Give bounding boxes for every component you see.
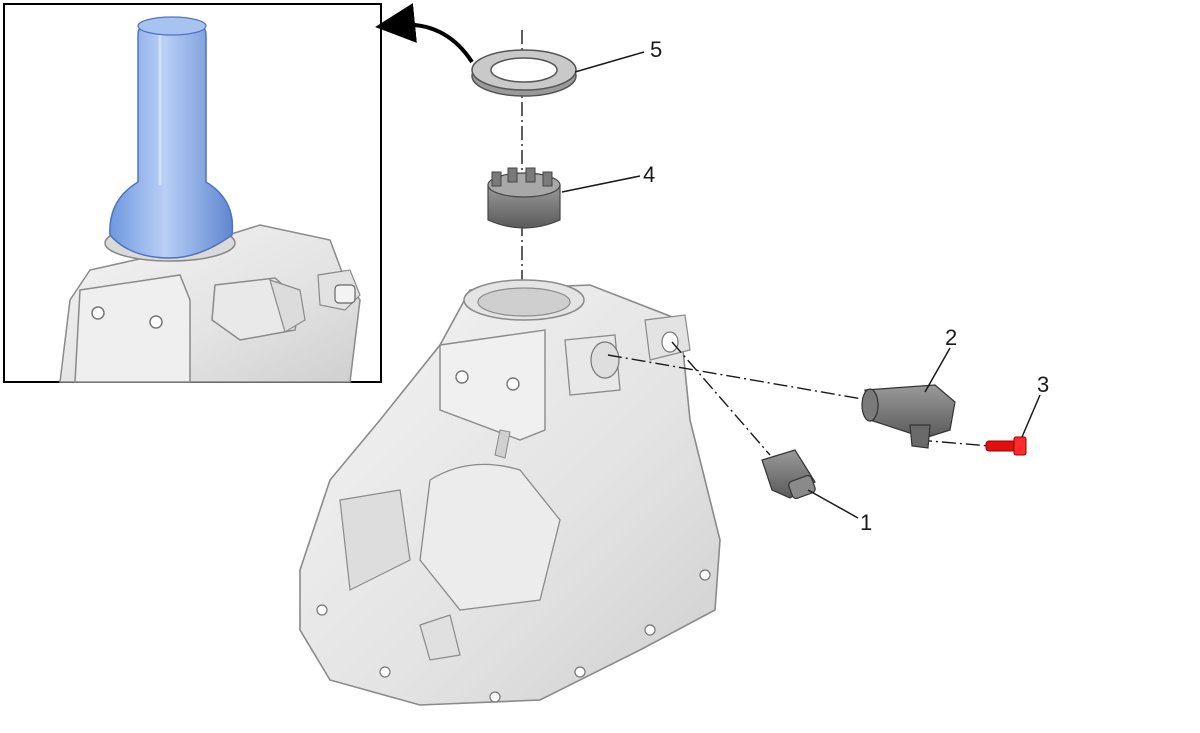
leader-lines xyxy=(561,51,1041,519)
callout-3: 3 xyxy=(1037,372,1049,397)
part-1-sensor xyxy=(761,449,816,500)
gearbox-housing xyxy=(299,279,721,706)
part-5-ring xyxy=(471,49,577,97)
callout-1: 1 xyxy=(860,510,872,535)
inset-detail-view xyxy=(3,3,382,383)
part-4-nut xyxy=(487,167,561,229)
callout-4: 4 xyxy=(643,162,655,187)
callout-5: 5 xyxy=(650,37,662,62)
special-tool-socket xyxy=(104,16,236,262)
part-2-sensor xyxy=(861,384,956,449)
callout-2: 2 xyxy=(945,325,957,350)
curved-arrow-icon xyxy=(375,3,474,64)
part-3-bolt xyxy=(985,436,1027,456)
inset-housing xyxy=(59,224,361,383)
sensor-alignment-lines xyxy=(607,341,991,456)
